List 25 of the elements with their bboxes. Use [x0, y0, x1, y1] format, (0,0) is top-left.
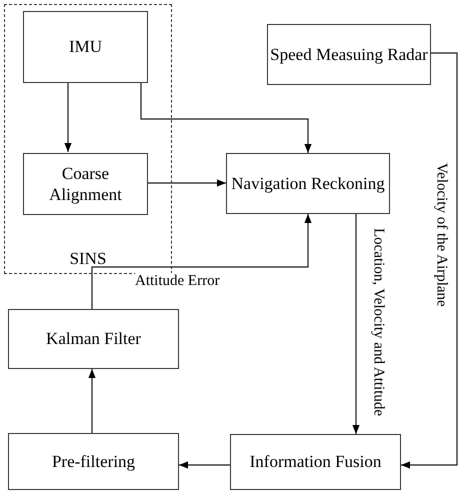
arrow: [352, 214, 360, 434]
box-label: Navigation Reckoning: [231, 172, 385, 194]
arrow: [147, 179, 226, 187]
box-label: Information Fusion: [250, 451, 382, 473]
process-box: [226, 153, 390, 214]
edge-label: Velocity of the Airplane: [432, 163, 450, 307]
process-box: [23, 11, 148, 83]
group-title: SINS: [70, 248, 106, 269]
process-box: [267, 24, 431, 85]
box-label: Kalman Filter: [46, 328, 141, 350]
process-box: [230, 434, 401, 490]
arrow: [179, 461, 230, 469]
arrow: [140, 82, 312, 153]
arrow: [401, 52, 458, 469]
arrow: [88, 369, 96, 433]
arrow: [64, 82, 72, 152]
arrow: [91, 214, 312, 309]
process-box: [8, 309, 179, 369]
dashed-group-box: [4, 4, 172, 274]
process-box: [8, 433, 179, 490]
process-box: [23, 153, 148, 215]
box-label: Speed Measuing Radar: [270, 44, 428, 66]
box-label: IMU: [68, 36, 102, 58]
box-label: Coarse Alignment: [48, 162, 123, 206]
box-label: Pre-filtering: [52, 450, 136, 472]
